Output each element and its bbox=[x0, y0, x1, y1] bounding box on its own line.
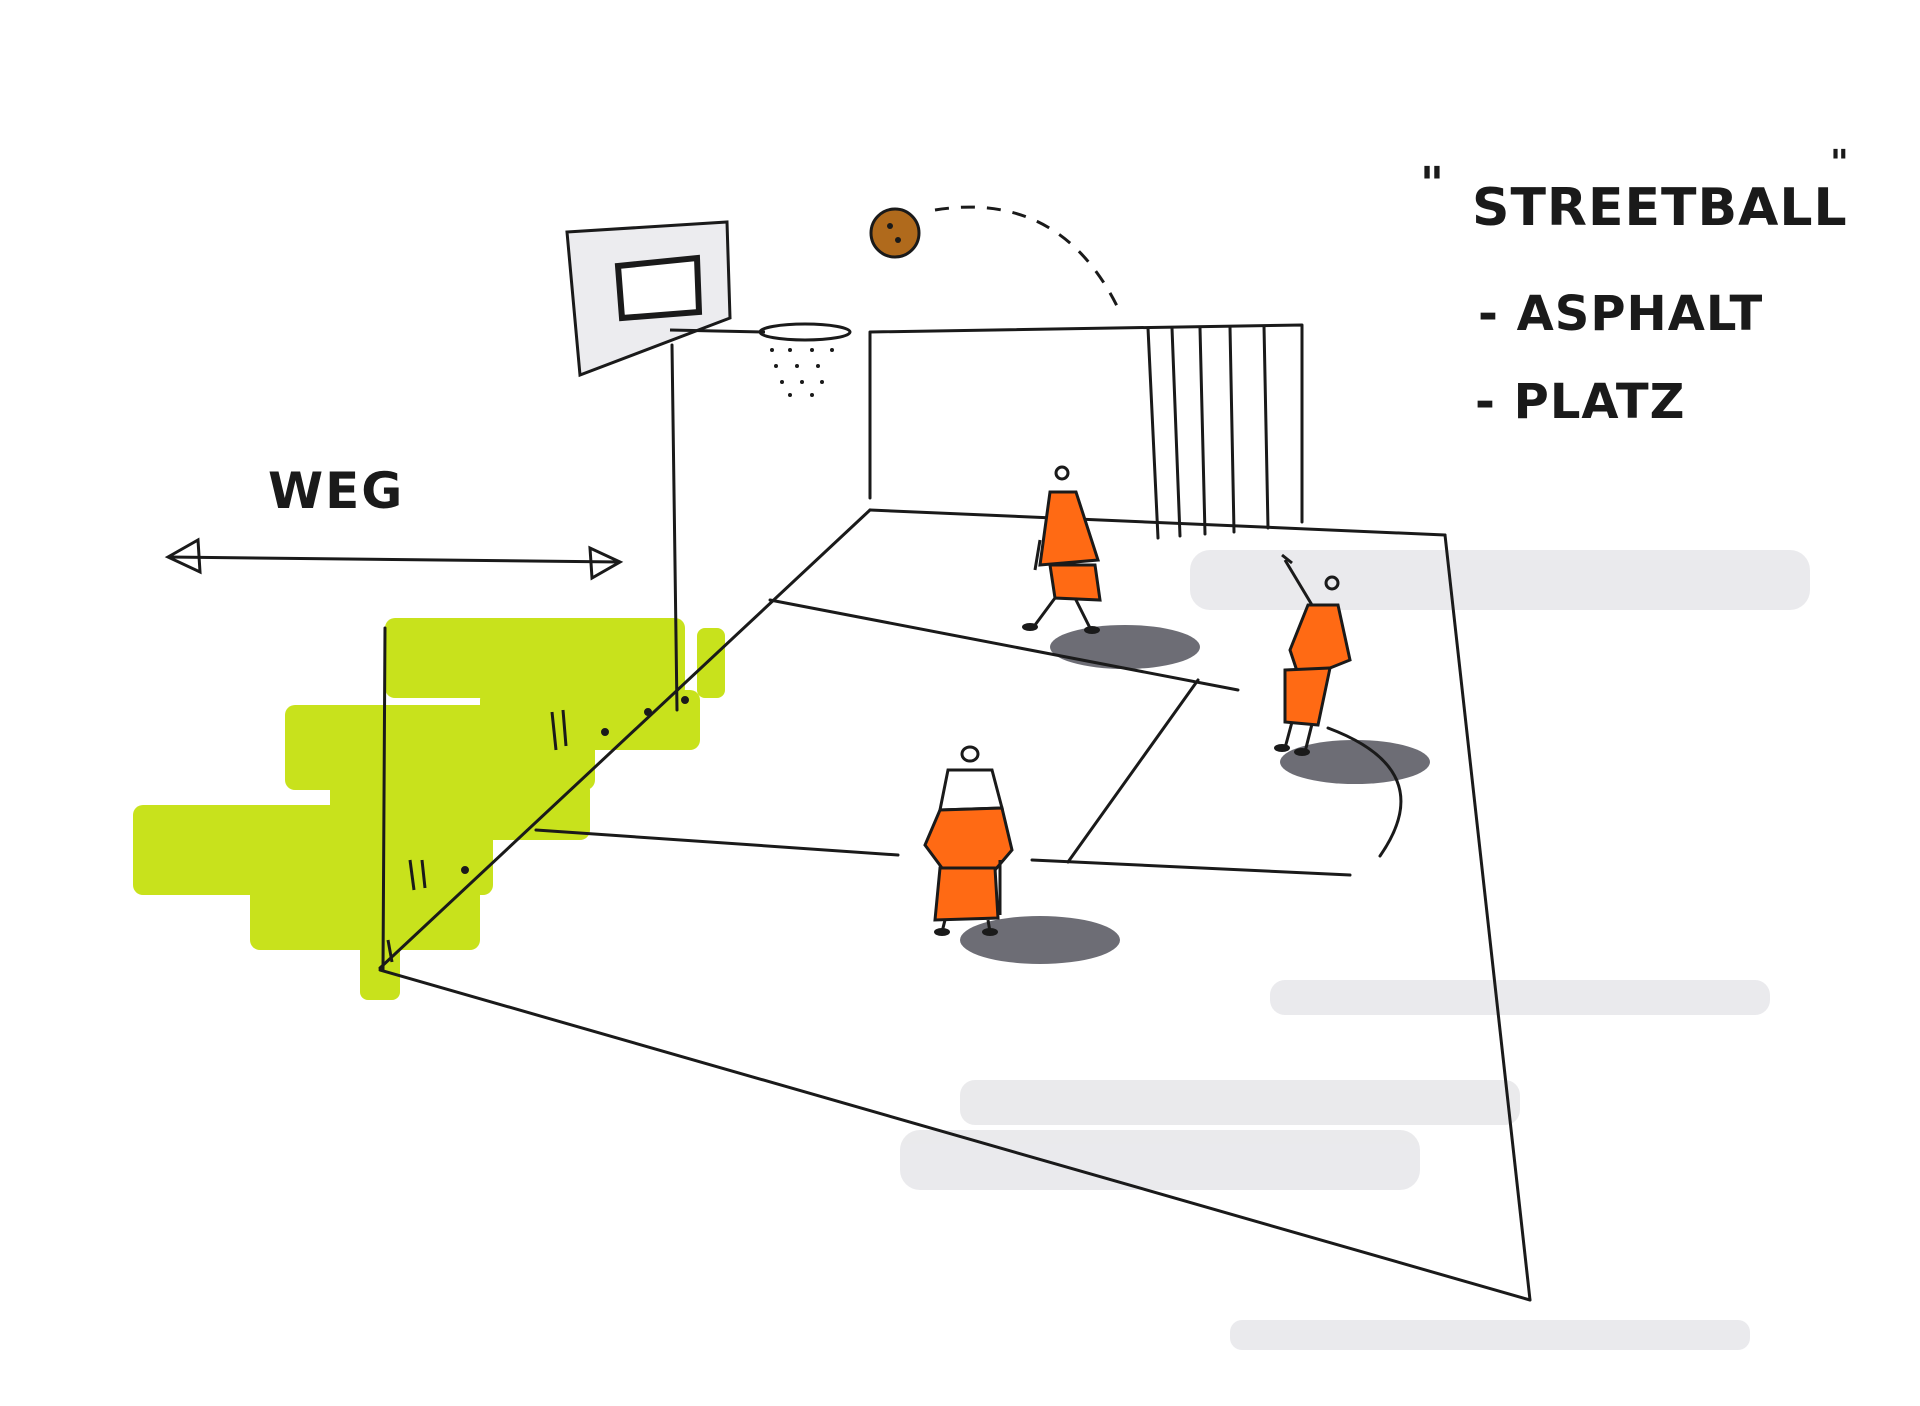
player-figure-icon bbox=[1274, 553, 1352, 756]
title-close-quote: " bbox=[1830, 143, 1849, 184]
path-label: WEG bbox=[268, 462, 404, 520]
court-lines bbox=[378, 323, 1532, 1302]
bullet-platz: - PLATZ bbox=[1475, 374, 1685, 430]
path-highlight bbox=[133, 618, 725, 1000]
basketball-hoop-icon bbox=[565, 220, 852, 397]
player-figure-icon bbox=[923, 745, 1014, 936]
player-shadows bbox=[960, 625, 1430, 964]
page-title: STREETBALL bbox=[1472, 178, 1848, 238]
edge-ticks bbox=[386, 696, 689, 963]
player-figure-icon bbox=[1022, 465, 1102, 634]
double-arrow-icon bbox=[164, 537, 624, 581]
background-smudges bbox=[900, 550, 1810, 1350]
ball-trajectory bbox=[934, 205, 1120, 309]
bullet-asphalt: - ASPHALT bbox=[1478, 286, 1763, 342]
basketball-icon bbox=[869, 207, 921, 259]
title-open-quote: " bbox=[1420, 157, 1444, 211]
